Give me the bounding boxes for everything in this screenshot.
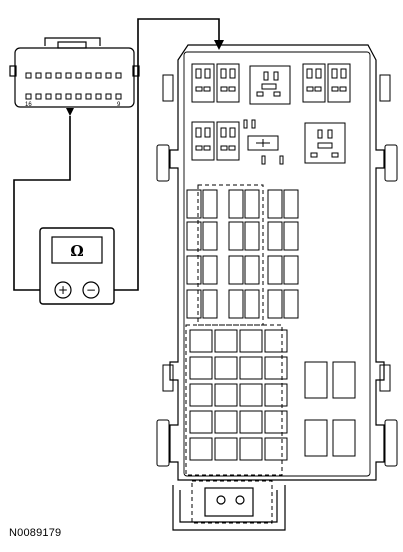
bottom-connector bbox=[172, 485, 286, 531]
cartridge-fuses bbox=[304, 361, 356, 457]
connector-pin-row-bottom bbox=[25, 93, 122, 100]
ohmmeter bbox=[39, 227, 115, 305]
highlight-dashed-region bbox=[185, 184, 283, 524]
fuse-box-inner-frame bbox=[183, 51, 371, 477]
side-clips bbox=[156, 74, 398, 467]
fuse-box-outer-housing bbox=[169, 44, 385, 481]
mini-fuse-grid bbox=[186, 189, 299, 319]
negative-terminal bbox=[82, 281, 100, 299]
fuse-relay-box bbox=[156, 44, 398, 531]
maxi-fuse-grid bbox=[189, 329, 288, 461]
connector-pin-label-left: 16 bbox=[25, 102, 32, 108]
test-leads bbox=[13, 18, 220, 291]
mini-relay-bank-mid bbox=[191, 121, 240, 161]
meter-display bbox=[51, 236, 103, 264]
ohm-symbol: Ω bbox=[70, 242, 83, 260]
positive-terminal-label: + bbox=[58, 283, 68, 297]
diode-slot bbox=[243, 119, 284, 165]
negative-terminal-label: − bbox=[86, 283, 96, 297]
positive-lead-wire bbox=[13, 116, 71, 291]
connector-pin-row-top bbox=[25, 72, 122, 79]
figure-id-caption: N0089179 bbox=[9, 527, 62, 539]
harness-connector bbox=[9, 37, 140, 116]
negative-lead-wire bbox=[102, 18, 220, 291]
large-relay-top bbox=[249, 65, 291, 105]
connector-pin-label-right: 9 bbox=[117, 102, 121, 108]
positive-terminal bbox=[54, 281, 72, 299]
mini-relay-bank-top bbox=[191, 63, 351, 103]
large-relay-mid bbox=[304, 122, 346, 164]
connector-probe-arrow bbox=[66, 108, 74, 116]
